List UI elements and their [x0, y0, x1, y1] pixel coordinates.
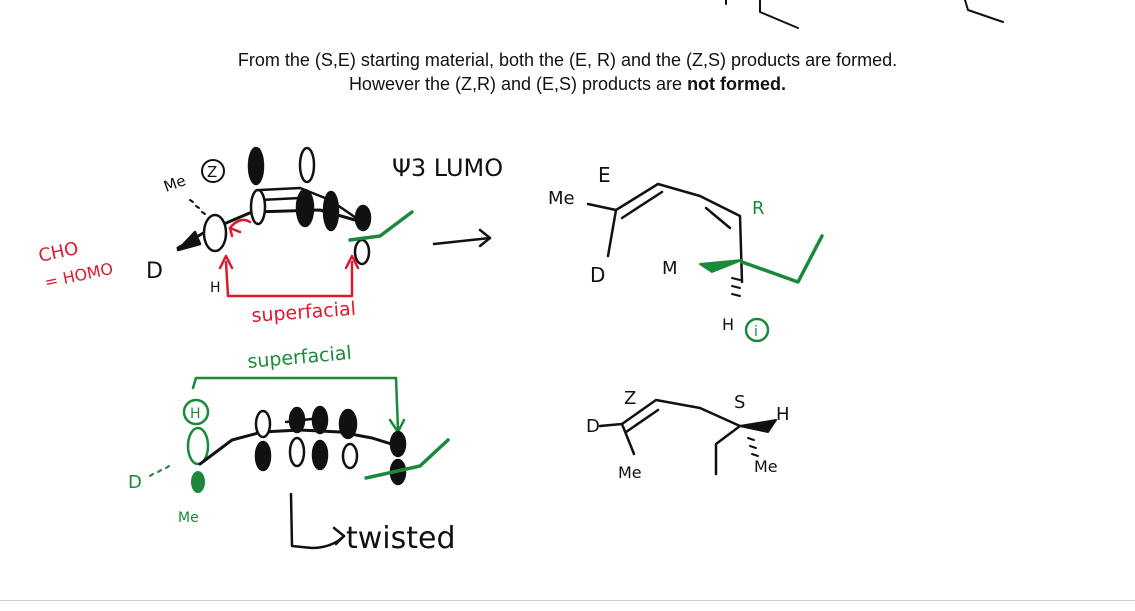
prod1-green-wedge	[699, 259, 743, 273]
red-curl	[228, 218, 252, 230]
top-edge-fragments	[725, 0, 1004, 29]
prod2-s-label: S	[734, 392, 745, 413]
hash-wedge-top	[189, 199, 206, 215]
prod1-r-label: R	[752, 198, 765, 219]
reaction-arrow-head	[478, 228, 492, 248]
prod2-me-label: Me	[618, 463, 642, 482]
circled-z-ring	[201, 159, 225, 183]
green-bond-bottom	[364, 438, 450, 480]
d-label-bottom: D	[128, 472, 142, 493]
caption-not-formed: not formed.	[687, 74, 787, 94]
red-arrow-right	[344, 254, 360, 270]
psi3-lumo-label: Ψ3 LUMO	[392, 154, 503, 182]
orbitals-bottom	[254, 405, 407, 486]
orbitals-top	[176, 146, 372, 266]
bottom-divider	[0, 600, 1135, 601]
prod1-h-label: H	[722, 315, 734, 334]
cho-label: CHO	[37, 238, 81, 267]
d-label-top: D	[146, 259, 163, 284]
circled-h-label: H	[190, 406, 201, 422]
prod2-z-label: Z	[624, 388, 636, 409]
caption-line-1: From the (S,E) starting material, both t…	[237, 50, 898, 70]
prod1-d-label: D	[590, 263, 605, 287]
twisted-arrowhead	[332, 526, 346, 546]
green-lobe-upper	[186, 426, 210, 466]
product-1-sketch: Me E D R M H i	[548, 163, 824, 343]
prod1-circled-label: i	[754, 324, 758, 340]
green-bond-top	[348, 210, 414, 242]
top-orbital-sketch: CHO = HOMO D H Me Z s	[37, 146, 503, 327]
twisted-label: twisted	[346, 521, 456, 556]
superfacial-bottom-label: superfacial	[247, 342, 353, 373]
prod1-m-label: M	[662, 258, 678, 279]
double-bond-top	[258, 186, 302, 202]
prod2-wedge	[739, 419, 777, 433]
hash-wedge-bottom	[149, 465, 170, 477]
prod1-me-label: Me	[548, 188, 575, 209]
red-curl-head	[228, 226, 242, 238]
me-label-top: Me	[161, 171, 188, 195]
prod2-me-bond	[620, 422, 636, 456]
prod2-double	[624, 408, 660, 434]
red-bracket	[224, 260, 354, 298]
prod1-double-e	[620, 190, 664, 220]
twisted-hook	[289, 492, 346, 550]
prod2-d-label: D	[586, 416, 600, 437]
prod1-hash	[731, 277, 741, 297]
h-label-top: H	[210, 280, 221, 296]
green-bracket	[191, 376, 400, 432]
prod2-h-label: H	[776, 404, 790, 425]
circled-h-ring	[182, 398, 210, 426]
reaction-arrow	[432, 236, 492, 246]
prod1-e-label: E	[598, 163, 611, 187]
prod1-left-bonds	[586, 202, 618, 258]
prod1-green-bonds	[740, 234, 824, 284]
caption-line-2: However the (Z,R) and (E,S) products are…	[0, 74, 1135, 95]
me-label-bottom: Me	[178, 510, 199, 526]
green-lobe-lower	[191, 471, 205, 493]
prod2-me2-label: Me	[754, 457, 778, 476]
prod2-hash	[747, 437, 759, 457]
circled-z-label: Z	[207, 163, 217, 181]
prod1-double-r	[704, 206, 732, 230]
prod1-chain	[614, 182, 744, 284]
caption-line-2-text: However the (Z,R) and (E,S) products are	[348, 74, 688, 94]
product-2-sketch: Z D Me S H Me	[586, 388, 790, 482]
bottom-orbital-sketch: superfacial H D Me twi	[128, 342, 456, 556]
prod1-circled-ring	[744, 317, 770, 343]
red-arrow-left	[218, 254, 234, 270]
superfacial-top-label: superfacial	[251, 298, 357, 327]
